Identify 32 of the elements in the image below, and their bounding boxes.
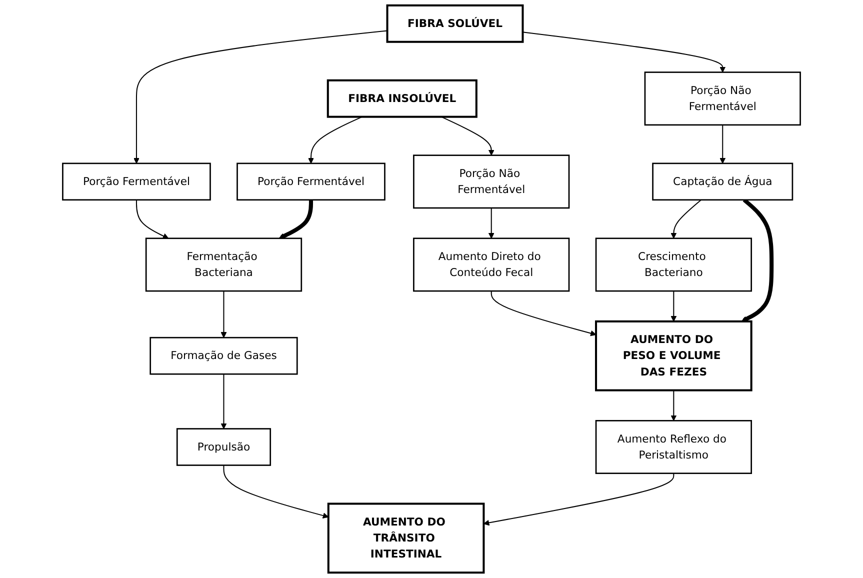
node-box: Aumento Direto do Conteúdo Fecal	[413, 238, 570, 292]
node-box: Formação de Gases	[150, 336, 298, 375]
arrow	[308, 116, 362, 164]
node-box: AUMENTO DO PESO E VOLUME DAS FEZES	[595, 320, 752, 392]
arrow	[741, 198, 774, 322]
arrow	[136, 200, 169, 239]
node-box: Porção Não Fermentável	[413, 154, 570, 209]
arrow	[220, 374, 227, 430]
node-box: Fermentação Bacteriana	[145, 238, 302, 292]
node-box: Porção Não Fermentável	[644, 72, 801, 126]
arrow	[134, 30, 388, 164]
arrow	[488, 208, 494, 239]
arrow	[670, 291, 677, 322]
node-box: FIBRA INSOLÚVEL	[326, 79, 478, 118]
arrow	[278, 200, 314, 240]
node-box: Crescimento Bacteriano	[595, 238, 752, 292]
arrow	[522, 32, 726, 73]
arrow	[220, 291, 227, 338]
arrow	[441, 116, 494, 156]
node-box: Aumento Reflexo do Peristaltismo	[595, 420, 752, 474]
arrow	[670, 199, 702, 239]
node-box: Captação de Água	[652, 162, 794, 201]
arrow	[490, 291, 596, 336]
node-box: AUMENTO DO TRÂNSITO INTESTINAL	[327, 502, 485, 574]
node-box: Porção Fermentável	[62, 162, 211, 201]
node-box: FIBRA SOLÚVEL	[386, 4, 524, 43]
arrow	[670, 390, 677, 421]
node-box: Porção Fermentável	[236, 162, 386, 201]
arrow	[720, 124, 726, 164]
arrow	[483, 473, 674, 526]
arrow	[223, 465, 329, 518]
node-box: Propulsão	[176, 428, 272, 466]
